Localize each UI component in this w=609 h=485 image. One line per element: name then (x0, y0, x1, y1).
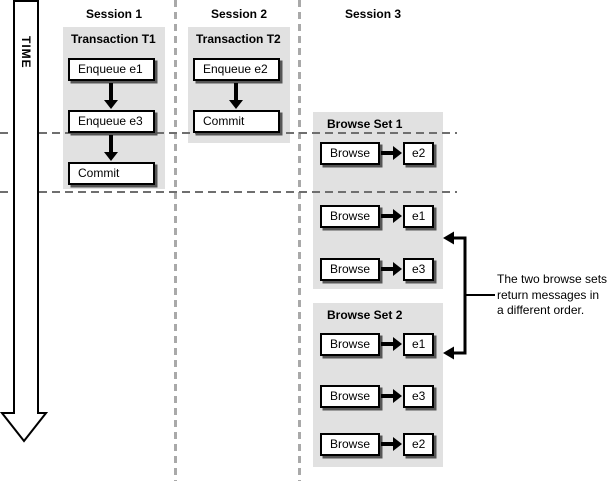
annotation-line: a different order. (497, 303, 585, 317)
arrow-right-icon (381, 146, 402, 160)
arrow-right-icon (381, 437, 402, 451)
browse-set-2-title: Browse Set 2 (327, 308, 403, 322)
session-divider-dashed-line-2 (298, 0, 301, 481)
browse-sets-bracket-arrow-icon (443, 231, 467, 360)
session-3-header: Session 3 (345, 7, 402, 21)
message-box-e2: e2 (403, 142, 434, 165)
enqueue-e3-box: Enqueue e3 (68, 110, 155, 133)
arrow-right-icon (381, 209, 402, 223)
time-marker-dashed-line-2 (0, 191, 457, 193)
message-box-e1: e1 (403, 205, 434, 228)
enqueue-e1-box: Enqueue e1 (68, 58, 155, 81)
message-box-e1: e1 (403, 333, 434, 356)
browse-set-1-title: Browse Set 1 (327, 117, 403, 131)
message-box-e3: e3 (403, 385, 434, 408)
arrow-right-icon (381, 262, 402, 276)
enqueue-e2-box: Enqueue e2 (193, 58, 280, 81)
browse-box: Browse (320, 258, 380, 281)
browse-box: Browse (320, 205, 380, 228)
arrow-down-icon (229, 83, 243, 109)
arrow-down-icon (104, 135, 118, 161)
session-2-header: Session 2 (210, 7, 268, 21)
annotation-line: The two browse sets (497, 272, 608, 286)
message-box-e3: e3 (403, 258, 434, 281)
message-box-e2: e2 (403, 433, 434, 456)
session-1-header: Session 1 (85, 7, 143, 21)
session-divider-dashed-line-1 (174, 0, 177, 481)
annotation-text: The two browse sets return messages in a… (497, 272, 607, 319)
time-axis-label: TIME (19, 36, 33, 69)
browse-box: Browse (320, 142, 380, 165)
commit-t2-box: Commit (193, 110, 280, 133)
time-marker-dashed-line-1 (0, 132, 457, 134)
annotation-connector-line (466, 294, 495, 296)
arrow-right-icon (381, 337, 402, 351)
annotation-line: return messages in (497, 287, 600, 302)
transaction-t2-title: Transaction T2 (196, 32, 281, 46)
browse-box: Browse (320, 333, 380, 356)
browse-box: Browse (320, 385, 380, 408)
browse-box: Browse (320, 433, 380, 456)
commit-t1-box: Commit (68, 162, 155, 185)
time-axis-arrow (0, 0, 48, 443)
arrow-right-icon (381, 389, 402, 403)
transaction-t1-title: Transaction T1 (71, 32, 156, 46)
arrow-down-icon (104, 83, 118, 109)
